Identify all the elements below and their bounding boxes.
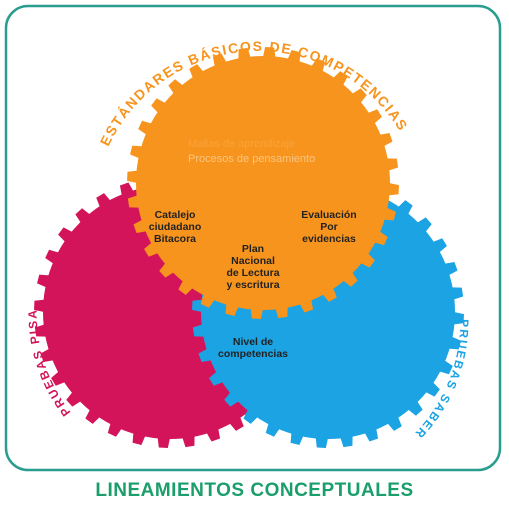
center-line-3: de Lectura <box>226 267 280 280</box>
intersection-top-left-line-2: ciudadano <box>148 221 202 234</box>
left-item-contextos: Contextos <box>93 309 147 321</box>
top-item-matrices: Matrices de referencia <box>188 108 305 120</box>
frame-border <box>4 4 502 472</box>
intersection-top-left: Catalejo ciudadano Bitacora <box>130 209 220 245</box>
page-title: LINEAMIENTOS CONCEPTUALES <box>95 480 414 501</box>
intersection-top-right-line-1: Evaluación <box>301 209 357 221</box>
center-label: Plan Nacional de Lectura y escritura <box>212 243 294 291</box>
intersection-bottom-line-1: Nivel de <box>232 336 274 348</box>
intersection-bottom-line-2: competencias <box>217 348 289 361</box>
intersection-top-right-line-2: Por <box>320 221 338 234</box>
top-item-procesos: Procesos de pensamiento <box>188 153 316 165</box>
top-item-dba: DBA <box>188 123 212 135</box>
intersection-top-left-line-1: Catalejo <box>154 209 196 221</box>
intersection-top-left-line-3: Bitacora <box>153 233 196 246</box>
right-item-pragmatico: Pragmático <box>345 371 405 383</box>
gear-top <box>127 47 399 319</box>
gear-top-ring <box>136 56 390 310</box>
top-item-mallas: Mallas de aprendizaje <box>188 138 296 150</box>
right-item-sintactico: Sintáctico <box>348 315 402 327</box>
left-item-dominios: Dominios <box>94 350 146 362</box>
center-line-1: Plan <box>241 243 265 255</box>
center-line-2: Nacional <box>231 255 275 268</box>
intersection-top-right: Evaluación Por evidencias <box>284 209 374 245</box>
intersection-top-right-line-3: evidencias <box>302 233 356 246</box>
gear-top-teeth <box>127 47 399 319</box>
right-item-semantico: Semántico <box>347 343 403 355</box>
intersection-bottom: Nivel de competencias <box>205 336 301 360</box>
center-line-4: y escritura <box>226 279 280 292</box>
